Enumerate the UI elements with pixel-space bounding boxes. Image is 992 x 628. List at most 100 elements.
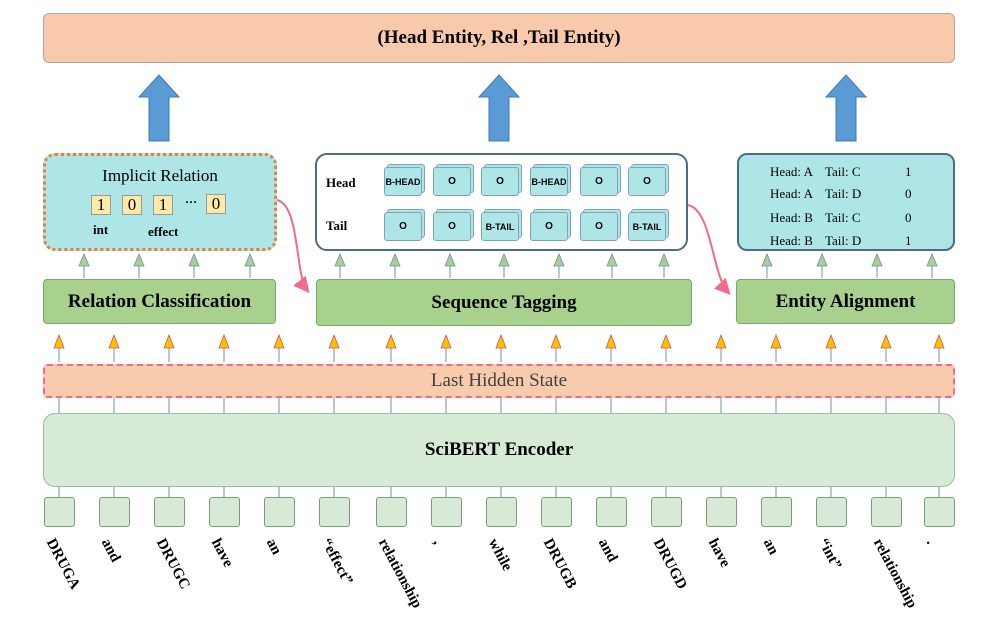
entity-alignment-box: Entity Alignment (736, 279, 955, 324)
token-box (596, 497, 627, 527)
relation-digit: 1 (153, 195, 173, 215)
last-hidden-state-bar: Last Hidden State (43, 364, 955, 398)
module-arrow-icon (498, 252, 510, 267)
hidden-state-arrow-icon (163, 333, 175, 349)
token-box (871, 497, 902, 527)
relation-digit: 0 (122, 195, 142, 215)
encoder-connectors (58, 398, 940, 497)
hidden-state-arrow-icon (385, 333, 397, 349)
module-arrow-icon (444, 252, 456, 267)
scibert-encoder-box: SciBERT Encoder (43, 413, 955, 487)
head-tag-cell: O (580, 167, 618, 196)
token-box (376, 497, 407, 527)
relation-classification-label: Relation Classification (67, 290, 252, 312)
hidden-state-arrow-icon (550, 333, 562, 349)
hidden-state-arrow-icon (880, 333, 892, 349)
module-arrow-icon (334, 252, 346, 267)
connector-tagging-to-alignment (687, 204, 731, 295)
alignment-head: Head: A (770, 186, 813, 201)
module-arrow-icon (553, 252, 565, 267)
module-arrow-icon (761, 252, 773, 267)
hidden-state-arrow-icon (660, 333, 672, 349)
module-arrow-icon (188, 252, 200, 267)
head-tag-cell: O (481, 167, 519, 196)
alignment-value: 1 (905, 233, 912, 248)
hidden-state-arrow-icon (933, 333, 945, 349)
implicit-relation-panel: Implicit Relation 1 0 1 … 0 int effect (43, 153, 277, 251)
hidden-state-arrow-icon (825, 333, 837, 349)
hidden-state-arrow-icon (605, 333, 617, 349)
head-row-label: Head (326, 175, 356, 190)
hidden-state-arrow-icon (440, 333, 452, 349)
hidden-state-arrow-icon (273, 333, 285, 349)
alignment-tail: Tail: C (825, 164, 861, 179)
module-arrow-icon (606, 252, 618, 267)
tail-tag-cell: O (384, 212, 422, 241)
head-tag-cell: B-HEAD (384, 167, 422, 196)
module-arrow-icon (926, 252, 938, 267)
module-arrow-icon (871, 252, 883, 267)
module-arrow-icon (816, 252, 828, 267)
tail-tag-cell: O (580, 212, 618, 241)
module-arrow-icon (244, 252, 256, 267)
implicit-relation-title: Implicit Relation (102, 166, 218, 185)
tail-tag-cell: O (433, 212, 471, 241)
hidden-state-arrow-icon (218, 333, 230, 349)
output-triple-label: (Head Entity, Rel ,Tail Entity) (377, 27, 621, 48)
up-arrow-icon-middle (477, 74, 521, 142)
alignment-head: Head: A (770, 164, 813, 179)
hidden-state-arrow-icon (770, 333, 782, 349)
tail-tag-cell: B-TAIL (628, 212, 666, 241)
token-box (44, 497, 75, 527)
alignment-value: 0 (905, 186, 912, 201)
tail-row-label: Tail (326, 218, 348, 233)
relation-digit: 0 (206, 194, 226, 214)
alignment-tail: Tail: C (825, 210, 861, 225)
up-arrow-icon-left (137, 74, 181, 142)
alignment-tail: Tail: D (825, 233, 862, 248)
token-box (706, 497, 737, 527)
module-arrow-icon (133, 252, 145, 267)
token-box (209, 497, 240, 527)
token-box (816, 497, 847, 527)
module-arrow-icon (658, 252, 670, 267)
relation-ellipsis: … (185, 192, 197, 206)
hidden-state-arrow-icon (328, 333, 340, 349)
last-hidden-state-label: Last Hidden State (430, 370, 568, 391)
alignment-value: 0 (905, 210, 912, 225)
connector-relation-to-tagging (276, 199, 310, 294)
output-triple-box: (Head Entity, Rel ,Tail Entity) (43, 13, 955, 63)
module-arrow-icon (389, 252, 401, 267)
sequence-tagging-box: Sequence Tagging (316, 279, 692, 326)
sequence-tagging-label: Sequence Tagging (431, 291, 577, 313)
head-tag-cell: O (433, 167, 471, 196)
alignment-head: Head: B (770, 233, 813, 248)
token-box (541, 497, 572, 527)
hidden-state-up-arrows (53, 333, 945, 362)
token-box (761, 497, 792, 527)
hidden-state-arrow-icon (108, 333, 120, 349)
token-box (486, 497, 517, 527)
head-tag-cell: B-HEAD (530, 167, 568, 196)
token-box (431, 497, 462, 527)
alignment-value: 1 (905, 164, 912, 179)
head-tag-cell: O (628, 167, 666, 196)
hidden-state-arrow-icon (495, 333, 507, 349)
token-box (924, 497, 955, 527)
hidden-state-arrow-icon (53, 333, 65, 349)
tail-tag-cell: O (530, 212, 568, 241)
token-box (264, 497, 295, 527)
module-up-arrows (78, 252, 938, 278)
up-arrow-icon-right (824, 74, 868, 142)
entity-alignment-label: Entity Alignment (775, 290, 916, 312)
token-box (154, 497, 185, 527)
token-box (651, 497, 682, 527)
module-arrow-icon (78, 252, 90, 267)
alignment-tail: Tail: D (825, 186, 862, 201)
alignment-head: Head: B (770, 210, 813, 225)
relation-digit: 1 (91, 195, 111, 215)
tail-tag-cell: B-TAIL (481, 212, 519, 241)
